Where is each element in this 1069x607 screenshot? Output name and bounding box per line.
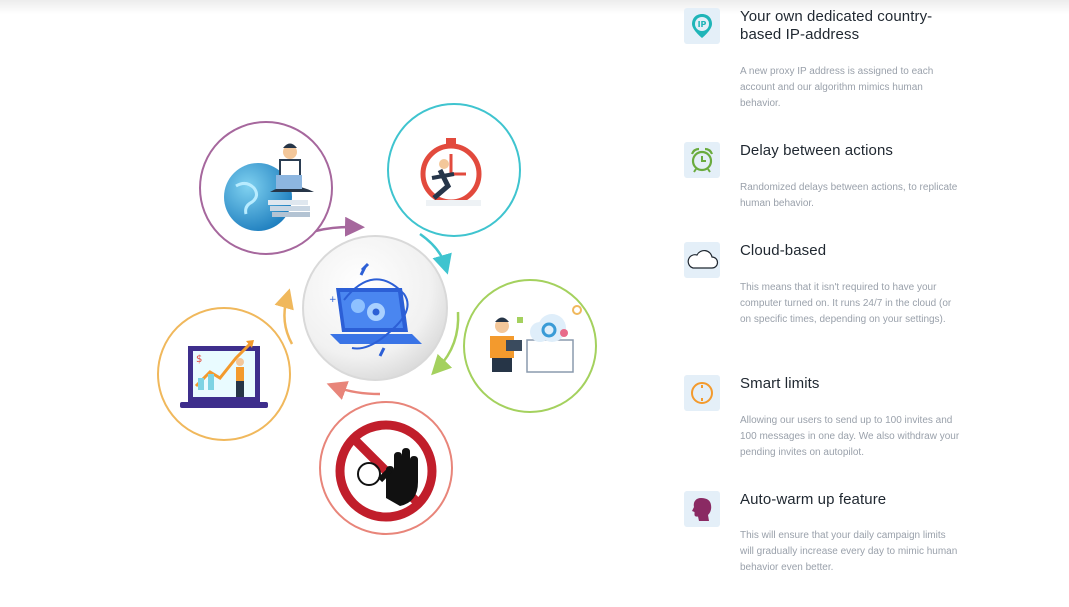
cloud-worker-illustration (463, 279, 597, 413)
cloud-icon (684, 242, 720, 278)
laptop-gears-icon: + (302, 235, 448, 381)
svg-text:$: $ (196, 354, 202, 365)
limit-circle-icon (684, 375, 720, 411)
feature-title: Auto-warm up feature (740, 491, 887, 508)
cycle-arrows (274, 216, 460, 400)
alarm-clock-icon (684, 142, 720, 178)
feature-description: Allowing our users to send up to 100 inv… (740, 415, 960, 458)
feature-description: Randomized delays between actions, to re… (740, 182, 958, 209)
feature-title: Smart limits (740, 375, 820, 392)
feature-description: This will ensure that your daily campaig… (740, 530, 958, 573)
feature-description: This means that it isn't required to hav… (740, 282, 952, 325)
feature-description: A new proxy IP address is assigned to ea… (740, 66, 934, 109)
feature-title: Delay between actions (740, 142, 894, 159)
growth-chart-laptop-illustration: $ (157, 307, 291, 441)
feature-title: Your own dedicated country-based IP-addr… (740, 8, 933, 43)
automation-cycle-illustration: $ + (157, 103, 597, 535)
svg-text:+: + (329, 295, 337, 305)
human-head-icon (684, 491, 720, 527)
stop-hand-sign-illustration (319, 401, 453, 535)
stopwatch-runner-illustration (387, 103, 521, 237)
top-shadow (0, 0, 1069, 14)
location-ip-pin-icon: IP (684, 8, 720, 44)
ip-icon-text: IP (698, 20, 707, 29)
globe-person-illustration (199, 121, 333, 255)
feature-title: Cloud-based (740, 242, 827, 259)
